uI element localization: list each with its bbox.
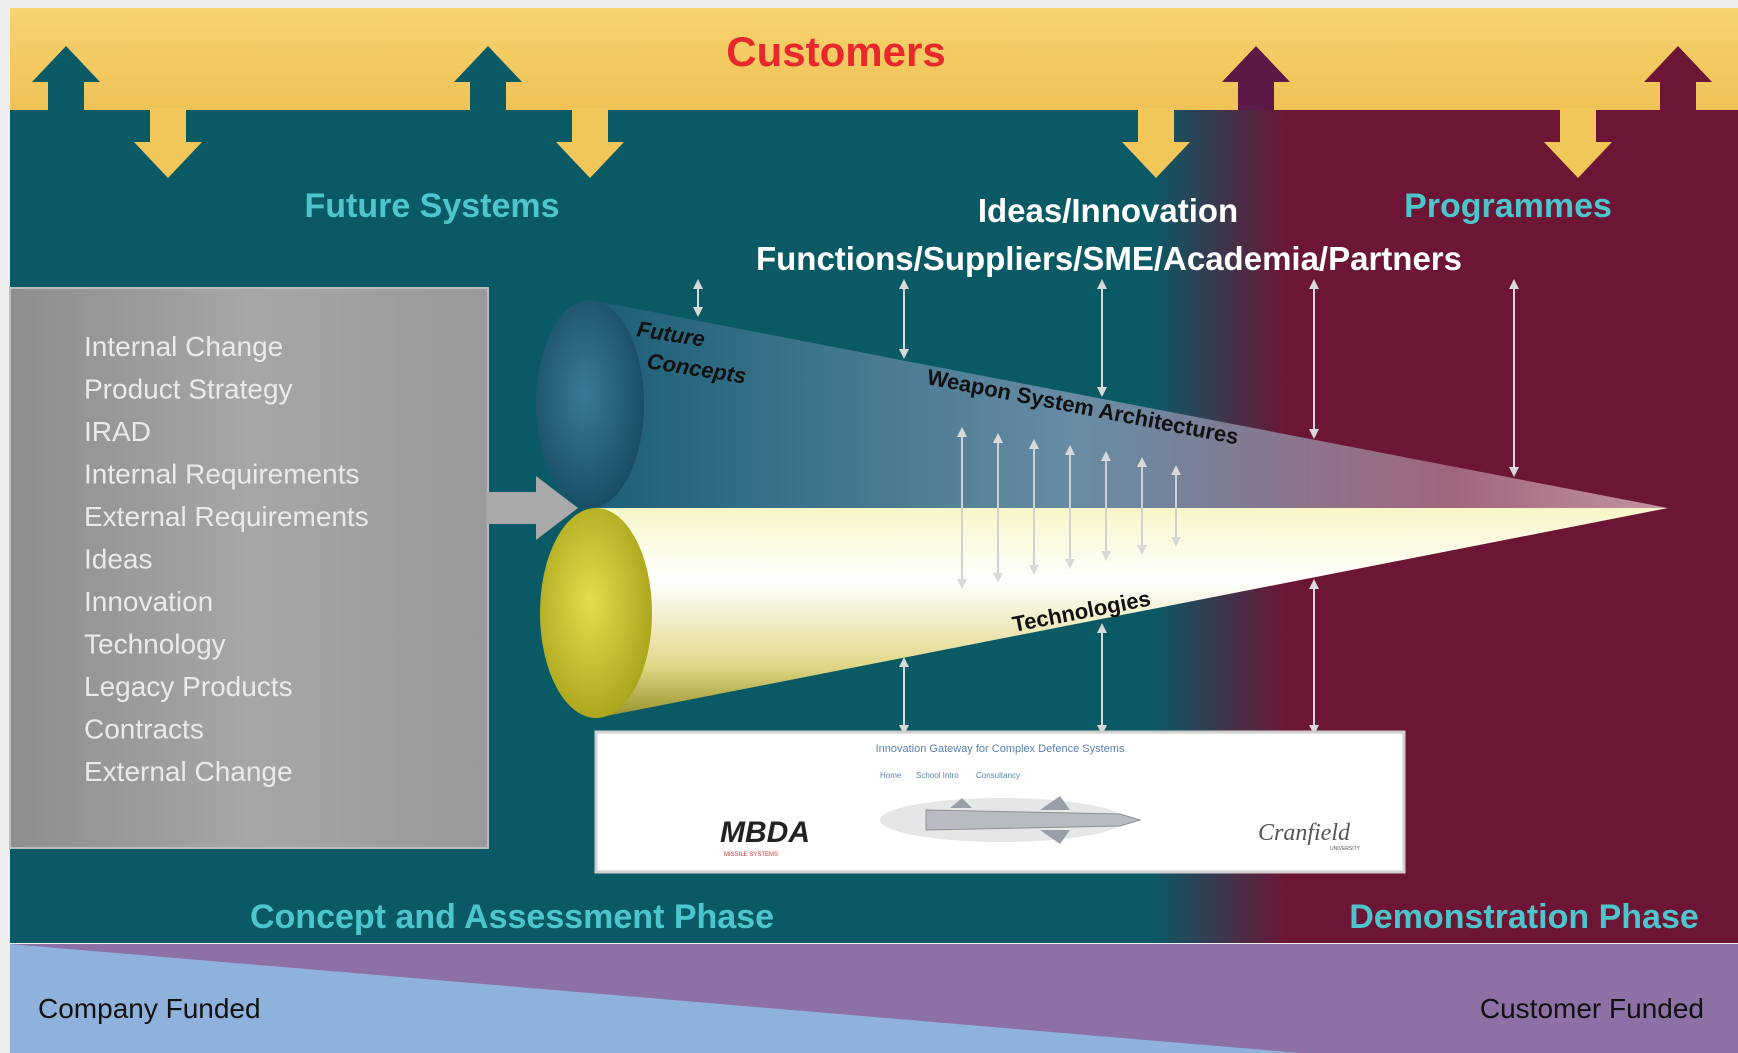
gateway-nav-home[interactable]: Home [880, 771, 902, 780]
cranfield-logo-sub: UNIVERSITY [1330, 846, 1361, 852]
exchange-arrows-bottom [899, 579, 1319, 735]
feed-arrow-icon [486, 476, 578, 540]
gateway-title: Innovation Gateway for Complex Defence S… [876, 743, 1125, 755]
input-list-item: Internal Change [84, 331, 283, 362]
gateway-nav-consultancy[interactable]: Consultancy [976, 771, 1020, 780]
exchange-arrows-middle [957, 427, 1181, 589]
down-arrow-icon [1122, 108, 1190, 178]
architecture-cone [590, 300, 1668, 508]
input-list-item: Technology [84, 629, 226, 660]
demonstration-phase-label: Demonstration Phase [1349, 898, 1699, 936]
company-funded-label: Company Funded [38, 993, 261, 1024]
input-list-item: Internal Requirements [84, 459, 359, 490]
exchange-arrows-top [693, 279, 1519, 477]
technology-cone-end [540, 508, 652, 718]
missile-icon [880, 796, 1142, 844]
functions-suppliers-label: Functions/Suppliers/SME/Academia/Partner… [756, 240, 1462, 277]
down-arrow-icon [134, 108, 202, 178]
gateway-nav-school-intro[interactable]: School Intro [916, 771, 959, 780]
down-arrow-icon [1544, 108, 1612, 178]
gateway-panel: Innovation Gateway for Complex Defence S… [594, 730, 1406, 874]
input-list-item: Contracts [84, 714, 204, 745]
up-arrow-icon [1644, 46, 1712, 110]
company-funded-wedge [10, 944, 1300, 1053]
input-list-item: Product Strategy [84, 374, 293, 405]
future-systems-label: Future Systems [304, 187, 559, 225]
down-arrow-icon [556, 108, 624, 178]
architecture-cone-end [536, 300, 644, 508]
customer-funded-label: Customer Funded [1480, 993, 1704, 1024]
up-arrow-icon [1222, 46, 1290, 110]
inputs-list-panel [9, 287, 489, 849]
input-list-item: External Change [84, 756, 293, 787]
mbda-logo-sub: MISSILE SYSTEMS [724, 852, 778, 858]
customers-bar [10, 8, 1738, 110]
programmes-label: Programmes [1404, 187, 1612, 225]
ideas-innovation-label: Ideas/Innovation [978, 192, 1238, 229]
concept-phase-label: Concept and Assessment Phase [250, 898, 774, 936]
up-arrow-icon [454, 46, 522, 110]
input-list-item: Legacy Products [84, 671, 293, 702]
mbda-logo: MBDA [720, 816, 810, 849]
input-list-item: Innovation [84, 586, 213, 617]
cranfield-logo: Cranfield [1258, 820, 1351, 846]
customers-title: Customers [726, 28, 945, 75]
up-arrow-icon [32, 46, 100, 110]
input-list-item: IRAD [84, 416, 151, 447]
technology-cone [596, 508, 1668, 718]
input-list-item: External Requirements [84, 501, 369, 532]
input-list-item: Ideas [84, 544, 153, 575]
